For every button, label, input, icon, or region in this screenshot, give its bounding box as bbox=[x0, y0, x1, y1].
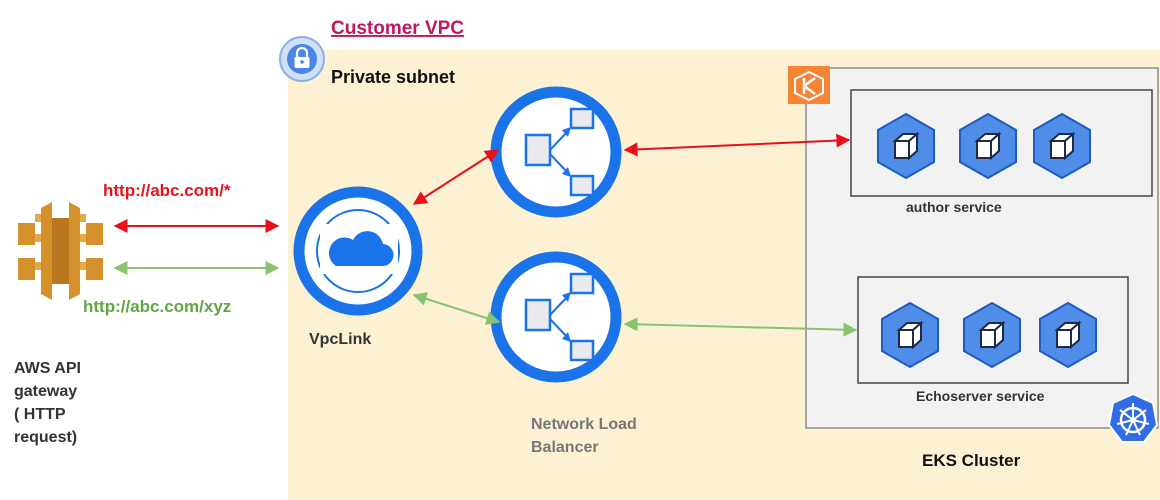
green-connector-vpclink-nlb bbox=[412, 292, 501, 325]
green-connector-nlb-echoserver bbox=[623, 317, 858, 337]
kubernetes-wheel-icon bbox=[1107, 392, 1159, 443]
load-balancer-icon bbox=[496, 257, 616, 377]
red-route-label: http://abc.com/* bbox=[103, 181, 231, 200]
eks-cluster-label: EKS Cluster bbox=[922, 451, 1021, 470]
author-service-label: author service bbox=[906, 199, 1002, 215]
green-route-label: http://abc.com/xyz bbox=[83, 297, 231, 316]
gateway-label-line3: ( HTTP bbox=[14, 406, 66, 423]
nlb-label-line1: Network Load bbox=[531, 416, 637, 433]
aws-api-gateway-icon bbox=[18, 202, 103, 300]
nlb-label-line2: Balancer bbox=[531, 439, 599, 456]
red-connector-vpclink-nlb bbox=[412, 149, 500, 205]
gateway-label-line2: gateway bbox=[14, 383, 77, 400]
gateway-label-line1: AWS API bbox=[14, 360, 81, 377]
vpc-title: Customer VPC bbox=[331, 18, 464, 39]
lock-icon bbox=[279, 36, 325, 82]
load-balancer-icon bbox=[496, 92, 616, 212]
cloud-icon bbox=[293, 186, 423, 316]
eks-icon bbox=[788, 66, 830, 104]
vpclink-label: VpcLink bbox=[309, 331, 371, 348]
echoserver-service-label: Echoserver service bbox=[916, 388, 1045, 404]
gateway-label-line4: request) bbox=[14, 429, 77, 446]
subnet-title: Private subnet bbox=[331, 67, 455, 87]
red-connector-nlb-author bbox=[623, 133, 851, 157]
